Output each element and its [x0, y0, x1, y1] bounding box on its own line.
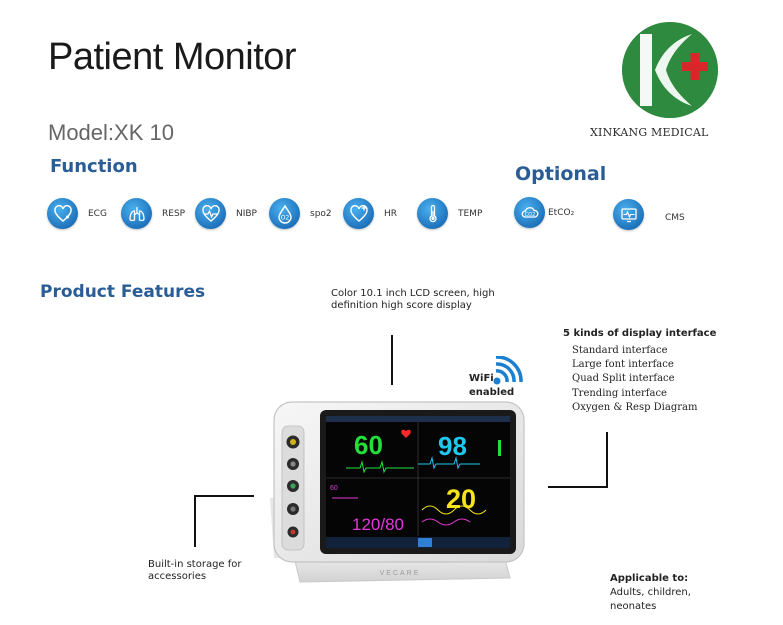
heart-plus-icon [343, 198, 374, 229]
function-label: TEMP [458, 208, 483, 219]
function-label: RESP [162, 208, 186, 219]
monitor-illustration: VECARE 60 98 20 120/80 60 [270, 401, 525, 583]
screen-note-line: definition high score display [331, 300, 472, 311]
monitor-wave-icon [613, 199, 644, 230]
callout-line [391, 335, 393, 385]
svg-text:CO2: CO2 [524, 211, 535, 217]
display-item: Standard interface [572, 345, 668, 356]
function-label: ECG [88, 208, 107, 219]
function-heading: Function [50, 156, 138, 177]
nibp-value: 120/80 [352, 515, 404, 534]
optional-heading: Optional [515, 163, 607, 185]
thermometer-icon [417, 198, 448, 229]
optional-cms: CMS [613, 199, 685, 230]
company-name: XINKANG MEDICAL [590, 126, 709, 139]
function-nibp: NIBP [195, 198, 257, 229]
wifi-icon [493, 356, 523, 385]
display-item: Quad Split interface [572, 373, 675, 384]
applicable-note: Applicable to: Adults, children, neonate… [610, 572, 691, 614]
patient-monitor-device: VECARE 60 98 20 120/80 60 [270, 398, 530, 588]
device-brand: VECARE [380, 570, 421, 577]
storage-note-line: accessories [148, 571, 207, 582]
hr-value: 60 [354, 430, 383, 460]
applicable-title: Applicable to: [610, 573, 689, 584]
callout-line [548, 486, 608, 488]
callout-line [606, 432, 608, 488]
optional-etco2: CO2 EtCO₂ [514, 197, 574, 228]
heart-pulse-icon [47, 198, 78, 229]
screen-note-line: Color 10.1 inch LCD screen, high [331, 288, 495, 299]
lungs-icon [121, 198, 152, 229]
company-logo [622, 22, 718, 118]
co2-cloud-icon: CO2 [514, 197, 545, 228]
function-resp: RESP [121, 198, 185, 229]
svg-text:O2: O2 [280, 214, 289, 221]
spo2-value: 98 [438, 431, 467, 461]
callout-line [194, 495, 196, 547]
wifi-note-line: enabled [469, 387, 515, 398]
display-title: 5 kinds of display interface [563, 328, 717, 339]
nibp-small-label: 60 [330, 485, 338, 492]
function-hr: HR [343, 198, 397, 229]
function-label: HR [384, 208, 398, 219]
display-item: Trending interface [572, 388, 667, 399]
heart-wave-icon [195, 198, 226, 229]
function-ecg: ECG [47, 198, 107, 229]
oxygen-drop-icon: O2 [269, 198, 300, 229]
optional-label: CMS [665, 212, 685, 223]
logo-mark-icon [622, 22, 718, 118]
wifi-note-line: WiFi [469, 373, 494, 384]
applicable-line: neonates [610, 601, 657, 612]
display-item: Oxygen & Resp Diagram [572, 402, 698, 413]
wifi-note: WiFi enabled [469, 372, 514, 400]
function-label: spo2 [310, 208, 332, 219]
optional-label: EtCO₂ [548, 207, 575, 218]
function-temp: TEMP [417, 198, 482, 229]
model-name: Model:XK 10 [48, 120, 174, 145]
display-item: Large font interface [572, 359, 674, 370]
page-title: Patient Monitor [48, 36, 297, 78]
storage-note-line: Built-in storage for [148, 559, 242, 570]
applicable-line: Adults, children, [610, 587, 691, 598]
callout-line [194, 495, 254, 497]
function-label: NIBP [236, 208, 257, 219]
screen-note: Color 10.1 inch LCD screen, high definit… [331, 288, 495, 312]
function-spo2: O2 spo2 [269, 198, 332, 229]
features-heading: Product Features [40, 282, 206, 302]
storage-note: Built-in storage for accessories [148, 559, 242, 583]
resp-value: 20 [446, 484, 476, 514]
